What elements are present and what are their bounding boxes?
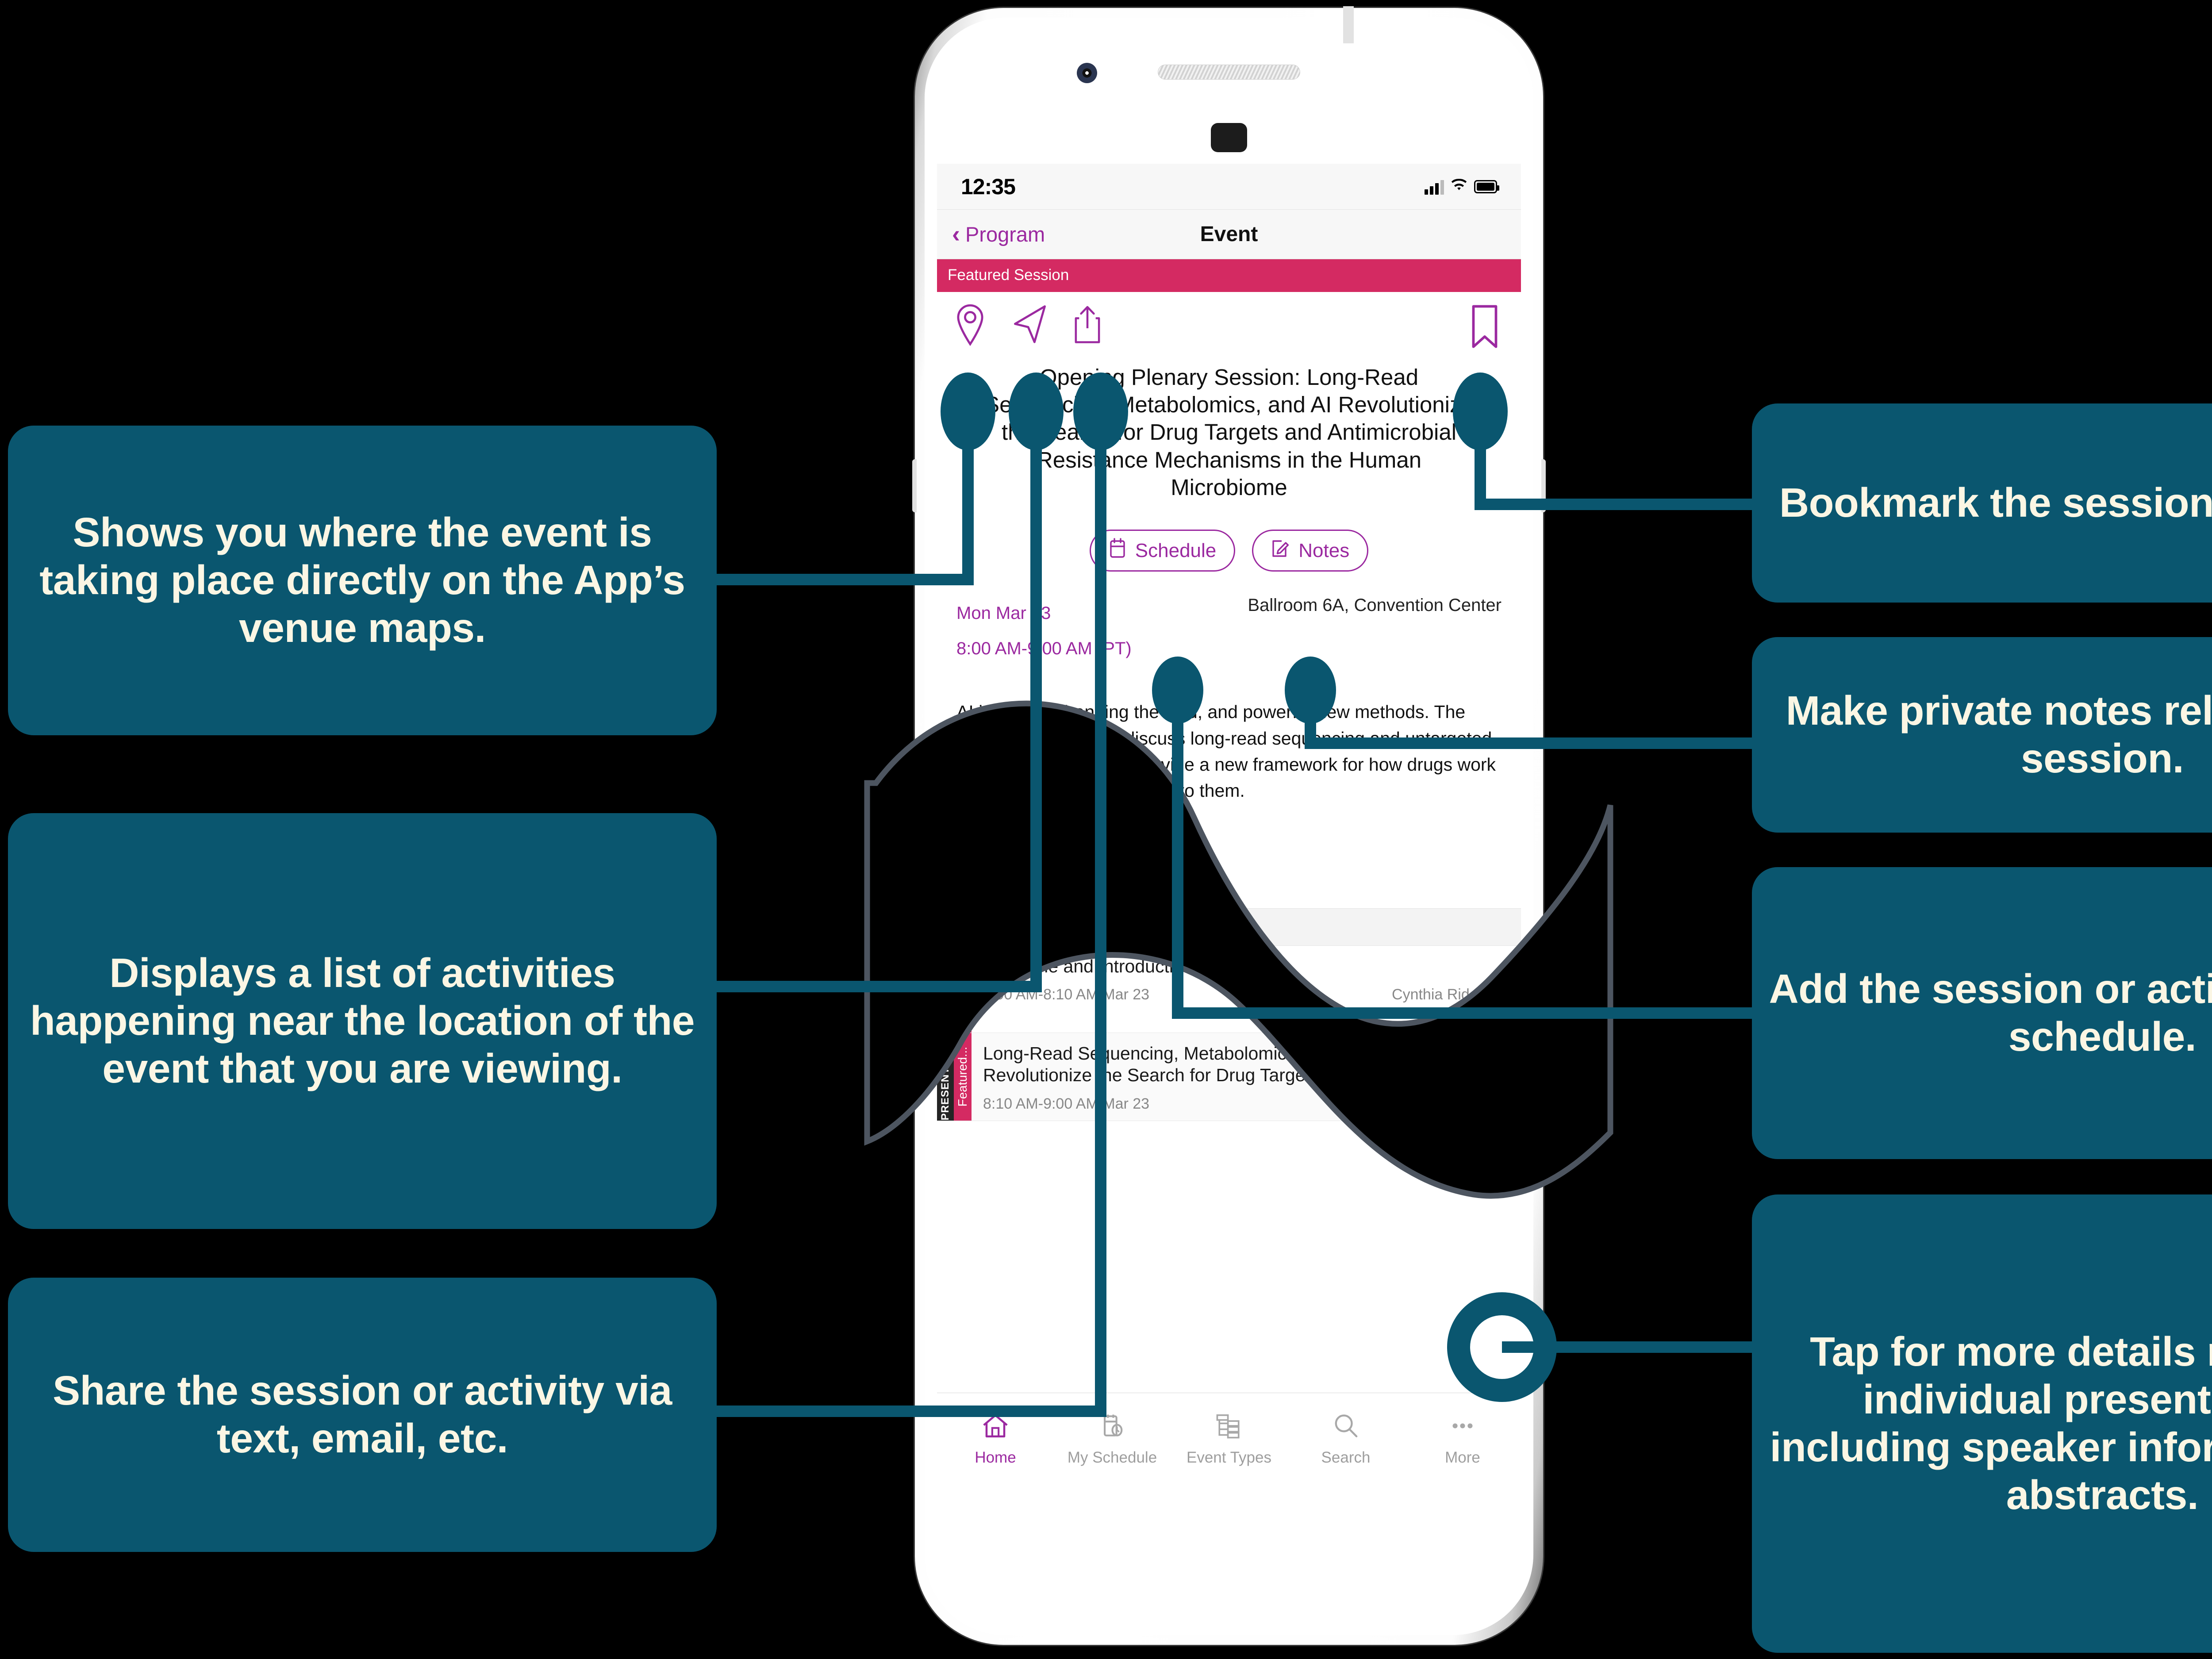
pencil-note-icon: [1271, 538, 1290, 563]
row-featured-label: Featured...: [956, 959, 969, 1019]
chevron-left-icon: ‹: [952, 220, 960, 247]
event-types-icon: [1216, 1413, 1242, 1443]
phone-screen: 12:35 ‹ Program Event Featured Session: [937, 164, 1521, 1486]
session-type-heading: Session and Activity Type: [956, 824, 1185, 845]
session-title: Opening Plenary Session: Long-Read Seque…: [984, 365, 1474, 500]
status-bar: 12:35: [937, 164, 1521, 210]
phone-top-notch-line: [1343, 6, 1354, 43]
schedule-button-label: Schedule: [1135, 539, 1217, 561]
home-icon: [982, 1413, 1009, 1443]
table-row[interactable]: PRESENTATION Featured... Long-Read Seque…: [937, 1033, 1521, 1121]
presentation-title: Welcome and Introduction: [983, 956, 1194, 976]
session-date: Mon Mar 23: [956, 603, 1051, 623]
notes-button[interactable]: Notes: [1252, 530, 1369, 572]
presentation-time: 8:10 AM-9:00 AM Mar 23: [983, 1095, 1150, 1112]
row-featured-stripe: Featured...: [954, 1033, 972, 1121]
navigate-arrow-icon[interactable]: [1011, 303, 1048, 346]
tab-my-schedule-label: My Schedule: [1067, 1449, 1157, 1466]
tab-event-types-label: Event Types: [1187, 1449, 1271, 1466]
presentation-speaker: Cynthia Rider: [1392, 986, 1483, 1003]
more-dots-icon: [1450, 1413, 1475, 1443]
presentation-speaker: Knight: [1440, 1095, 1483, 1112]
row-featured-stripe: Featured...: [954, 945, 972, 1033]
presentation-title: Long-Read Sequencing, Metabolomics, and …: [983, 1043, 1371, 1086]
session-type-tag[interactable]: Featured Session: [956, 857, 1118, 889]
session-description: AI is rapidly changing the field, and po…: [956, 702, 1496, 801]
chevron-right-icon[interactable]: ›: [1499, 975, 1508, 1004]
tab-search-label: Search: [1321, 1449, 1371, 1466]
phone-side-button-left: [912, 459, 917, 512]
row-type-stripe: PRESENTATION: [937, 1033, 954, 1121]
session-time: 8:00 AM-9:00 AM (PT): [956, 639, 1132, 659]
wifi-icon: [1450, 178, 1468, 195]
my-schedule-icon: [1099, 1413, 1125, 1443]
featured-session-banner: Featured Session: [937, 259, 1521, 292]
session-action-buttons: Schedule Notes: [937, 530, 1521, 572]
session-meta: Mon Mar 23 8:00 AM-9:00 AM (PT) Ballroom…: [937, 572, 1521, 666]
row-type-label: PRESENTATION: [939, 945, 951, 1033]
session-location[interactable]: Ballroom 6A, Convention Center: [1248, 595, 1502, 615]
row-type-stripe: PRESENTATION: [937, 945, 954, 1033]
tab-more[interactable]: More: [1404, 1413, 1521, 1467]
tab-home-label: Home: [975, 1449, 1016, 1466]
phone-mockup: 12:35 ‹ Program Event Featured Session: [912, 6, 1546, 1645]
sensor-module: [1211, 123, 1247, 152]
callout-notes: Make private notes related to the sessio…: [1752, 637, 2212, 833]
callout-schedule: Add the session or activity to your sche…: [1752, 867, 2212, 1159]
tab-search[interactable]: Search: [1287, 1413, 1404, 1467]
row-featured-label: Featured...: [956, 1047, 969, 1107]
presentation-time: 8:00 AM-8:10 AM Mar 23: [983, 986, 1150, 1003]
callout-nearby-activities: Displays a list of activities happening …: [8, 813, 717, 1229]
map-pin-icon[interactable]: [954, 303, 987, 346]
nav-bar: ‹ Program Event: [937, 210, 1521, 259]
callout-venue-maps: Shows you where the event is taking plac…: [8, 426, 717, 735]
callout-more-details: Tap for more details regarding individua…: [1752, 1194, 2212, 1653]
share-icon[interactable]: [1073, 303, 1102, 346]
bookmark-icon[interactable]: [1469, 304, 1501, 352]
table-row[interactable]: PRESENTATION Featured... Welcome and Int…: [937, 945, 1521, 1033]
back-to-program-button[interactable]: ‹ Program: [952, 222, 1045, 246]
tab-event-types[interactable]: Event Types: [1171, 1413, 1287, 1467]
callout-bookmark: Bookmark the session or activity.: [1752, 403, 2212, 603]
status-time: 12:35: [961, 174, 1016, 199]
search-icon: [1333, 1413, 1359, 1443]
schedule-button[interactable]: Schedule: [1089, 530, 1236, 572]
callout-share: Share the session or activity via text, …: [8, 1278, 717, 1552]
earpiece-speaker: [1158, 65, 1300, 80]
tab-more-label: More: [1445, 1449, 1480, 1466]
tab-home[interactable]: Home: [937, 1413, 1054, 1467]
tab-my-schedule[interactable]: My Schedule: [1054, 1413, 1171, 1467]
calendar-icon: [1109, 538, 1126, 563]
front-camera-icon: [1077, 63, 1097, 83]
presentations-header: Presentations: [937, 908, 1521, 946]
notes-button-label: Notes: [1298, 539, 1350, 561]
phone-side-button-right: [1541, 459, 1546, 512]
chevron-right-icon[interactable]: ›: [1499, 1062, 1508, 1091]
cellular-bars-icon: [1425, 179, 1444, 195]
bottom-tab-bar: Home My Schedule Event Types Search: [937, 1393, 1521, 1486]
row-type-label: PRESENTATION: [939, 1033, 951, 1121]
action-icon-row: [937, 292, 1521, 352]
back-label: Program: [965, 223, 1045, 246]
battery-full-icon: [1474, 180, 1499, 193]
